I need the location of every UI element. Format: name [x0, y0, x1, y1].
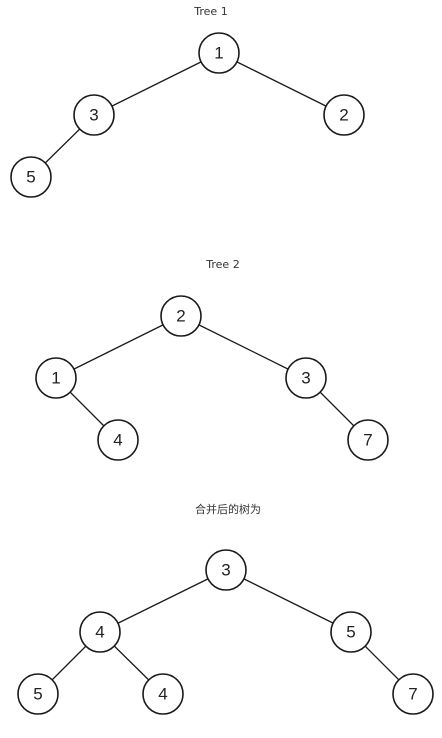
node-t2-left: 1 — [35, 357, 77, 399]
tree-1: Tree 1 1 3 2 5 — [10, 5, 365, 198]
node-m-right-right: 7 — [392, 673, 434, 715]
tree-2-title: Tree 2 — [205, 258, 239, 271]
node-m-root: 3 — [205, 549, 247, 591]
svg-text:4: 4 — [95, 623, 104, 642]
node-m-left-left: 5 — [17, 673, 59, 715]
svg-text:4: 4 — [113, 431, 122, 450]
node-t1-root: 1 — [198, 32, 240, 74]
svg-text:1: 1 — [214, 44, 223, 63]
svg-text:5: 5 — [346, 623, 355, 642]
node-t2-left-right: 4 — [97, 419, 139, 461]
svg-text:2: 2 — [339, 106, 348, 125]
edge-m-root-left — [99, 569, 227, 633]
node-m-left: 4 — [79, 611, 121, 653]
edge-t2-root-left — [55, 315, 182, 379]
tree-2: Tree 2 2 1 3 4 7 — [35, 258, 389, 461]
svg-text:7: 7 — [363, 431, 372, 450]
edge-t2-root-right — [180, 315, 307, 379]
node-m-left-right: 4 — [142, 673, 184, 715]
edge-m-root-right — [225, 569, 352, 633]
svg-text:3: 3 — [221, 561, 230, 580]
merged-tree-title: 合并后的树为 — [195, 502, 261, 516]
node-m-right: 5 — [330, 611, 372, 653]
node-t2-right: 3 — [285, 357, 327, 399]
node-t1-left: 3 — [73, 94, 115, 136]
node-t1-left-left: 5 — [10, 156, 52, 198]
svg-text:2: 2 — [176, 307, 185, 326]
svg-text:5: 5 — [26, 168, 35, 187]
svg-text:3: 3 — [301, 369, 310, 388]
svg-text:1: 1 — [51, 369, 60, 388]
svg-text:5: 5 — [33, 685, 42, 704]
svg-text:7: 7 — [408, 685, 417, 704]
merged-tree: 合并后的树为 3 4 5 5 4 7 — [17, 502, 434, 715]
edge-t1-root-left — [93, 52, 220, 116]
tree-1-title: Tree 1 — [193, 5, 227, 18]
edge-t1-root-right — [218, 52, 345, 116]
node-t2-root: 2 — [160, 295, 202, 337]
svg-text:4: 4 — [158, 685, 167, 704]
node-t1-right: 2 — [323, 94, 365, 136]
svg-text:3: 3 — [89, 106, 98, 125]
node-t2-right-right: 7 — [347, 419, 389, 461]
